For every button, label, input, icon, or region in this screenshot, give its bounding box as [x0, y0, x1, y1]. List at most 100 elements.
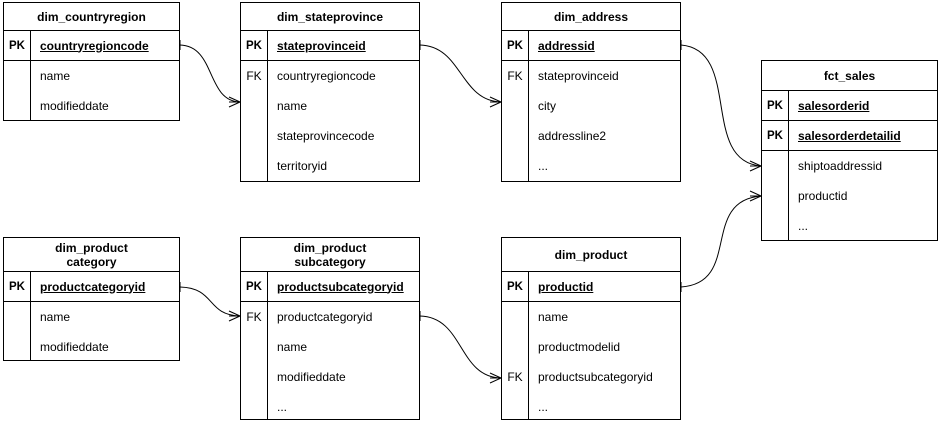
attribute-rows: name productmodelid productsubcategoryid..… — [529, 302, 680, 419]
cardinality-many-marker — [489, 372, 502, 384]
attribute-row[interactable]: name — [277, 99, 308, 113]
relationship-rel-countryregion-stateprovince — [179, 40, 241, 108]
key-gutter — [4, 302, 31, 360]
key-tag: PK — [4, 272, 31, 301]
attribute-block: FK name productmodelid productsubcategoryid… — [502, 302, 680, 419]
attribute-rows: shiptoaddressid productid... — [789, 151, 937, 240]
attribute-row[interactable]: name — [277, 340, 308, 354]
cardinality-many-marker — [228, 310, 241, 322]
cardinality-many-marker — [749, 190, 762, 202]
key-field-name: salesorderdetailid — [798, 128, 901, 143]
key-gutter: FK — [502, 302, 529, 419]
key-field-name: productid — [538, 279, 594, 294]
attribute-row[interactable]: name — [40, 310, 71, 324]
relationship-line — [680, 195, 762, 288]
attribute-block: name modifieddate — [4, 61, 179, 120]
key-field-name: stateprovinceid — [277, 38, 366, 53]
entity-title: fct_sales — [762, 61, 937, 91]
attribute-row[interactable]: name — [538, 310, 569, 324]
attribute-row[interactable]: city — [538, 99, 556, 113]
relationship-line — [419, 315, 502, 379]
relationship-line — [680, 44, 762, 167]
key-tag: PK — [502, 31, 529, 60]
attribute-row[interactable]: productmodelid — [538, 340, 621, 354]
attribute-row[interactable]: modifieddate — [40, 340, 109, 354]
key-row[interactable]: PK salesorderdetailid — [762, 121, 937, 151]
attribute-row[interactable]: stateprovincecode — [277, 129, 375, 143]
entity-title-line1: fct_sales — [823, 68, 876, 83]
cardinality-many-marker — [489, 96, 502, 108]
attribute-row[interactable]: modifieddate — [40, 99, 109, 113]
attribute-row[interactable]: productcategoryid — [277, 310, 373, 324]
attribute-row[interactable]: name — [40, 69, 71, 83]
key-tag: PK — [4, 31, 31, 60]
attribute-rows: productcategoryid name modifieddate... — [268, 302, 419, 419]
relationship-rel-subcategory-product — [419, 311, 502, 384]
key-gutter — [4, 61, 31, 120]
key-row[interactable]: PK stateprovinceid — [241, 31, 419, 61]
key-row[interactable]: PK addressid — [502, 31, 680, 61]
key-gutter: FK — [502, 61, 529, 181]
entity-title-line2: subcategory — [294, 254, 366, 269]
entity-title-line1: dim_address — [553, 9, 629, 24]
entity-title: dim_product — [502, 238, 680, 272]
key-tag: PK — [241, 31, 268, 60]
attribute-block: shiptoaddressid productid... — [762, 151, 937, 240]
entity-title: dim_stateprovince — [241, 3, 419, 31]
attribute-row[interactable]: stateprovinceid — [538, 69, 619, 83]
entity-title-line1: dim_product — [55, 240, 128, 255]
key-gutter — [762, 151, 789, 240]
attribute-row[interactable]: countryregioncode — [277, 69, 376, 83]
attribute-row[interactable]: shiptoaddressid — [798, 159, 883, 173]
attribute-row[interactable]: addressline2 — [538, 129, 607, 143]
key-gutter: FK — [241, 61, 268, 181]
attribute-row[interactable]: modifieddate — [277, 370, 346, 384]
relationship-line — [419, 44, 502, 103]
attribute-row[interactable]: territoryid — [277, 159, 328, 173]
key-tag: PK — [241, 272, 268, 301]
key-field-name: addressid — [538, 38, 595, 53]
attribute-block: name modifieddate — [4, 302, 179, 360]
key-tag: PK — [762, 91, 789, 120]
key-row[interactable]: PK productcategoryid — [4, 272, 179, 302]
key-field-name: salesorderid — [798, 98, 870, 113]
key-row[interactable]: PK productsubcategoryid — [241, 272, 419, 302]
attribute-row[interactable]: ... — [277, 400, 288, 414]
key-field-name: productcategoryid — [40, 279, 146, 294]
relationship-rel-product-fctsales — [680, 190, 762, 292]
attribute-rows: name modifieddate — [31, 302, 179, 360]
foreign-key-tag: FK — [507, 370, 523, 384]
entity-title-line1: dim_countryregion — [37, 9, 146, 24]
attribute-rows: countryregioncode name stateprovincecode te… — [268, 61, 419, 181]
key-row[interactable]: PK salesorderid — [762, 91, 937, 121]
entity-title-line1: dim_product — [554, 247, 628, 262]
relationship-rel-stateprovince-address — [419, 40, 502, 108]
key-field-name: productsubcategoryid — [277, 279, 404, 294]
entity-title-line1: dim_stateprovince — [276, 9, 384, 24]
key-row[interactable]: PK countryregioncode — [4, 31, 179, 61]
cardinality-many-marker — [228, 96, 241, 108]
attribute-block: FK stateprovinceid city addressline2... — [502, 61, 680, 181]
key-field-name: countryregioncode — [40, 38, 149, 53]
key-gutter: FK — [241, 302, 268, 419]
attribute-row[interactable]: ... — [798, 219, 809, 233]
attribute-row[interactable]: ... — [538, 159, 549, 173]
cardinality-many-marker — [749, 160, 762, 172]
attribute-row[interactable]: ... — [538, 400, 549, 414]
attribute-row[interactable]: productid — [798, 189, 848, 203]
key-tag: PK — [762, 121, 789, 150]
foreign-key-tag: FK — [246, 69, 262, 83]
relationship-line — [179, 44, 241, 103]
attribute-row[interactable]: productsubcategoryid — [538, 370, 653, 384]
relationship-rel-address-fctsales — [680, 40, 762, 172]
foreign-key-tag: FK — [246, 310, 262, 324]
